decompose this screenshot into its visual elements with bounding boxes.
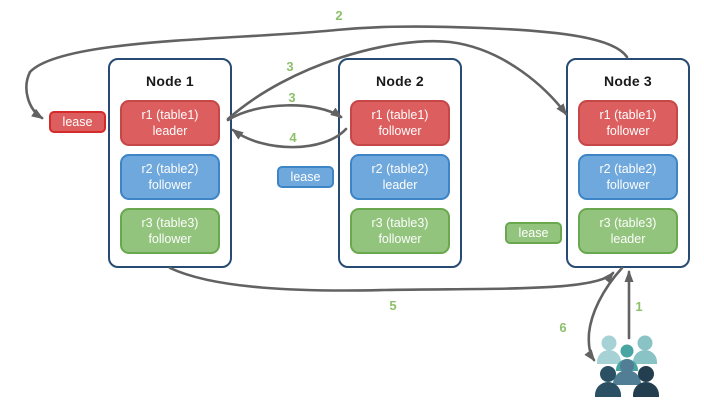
node3-r3-name: r3 (table3) bbox=[599, 216, 657, 230]
step-label-1: 1 bbox=[635, 299, 643, 314]
step-label-5: 5 bbox=[389, 298, 397, 313]
node1-r2-name: r2 (table2) bbox=[141, 162, 199, 176]
node1-r3-name: r3 (table3) bbox=[141, 216, 199, 230]
lease-badge-blue: lease bbox=[277, 166, 334, 188]
node2-r3-name: r3 (table3) bbox=[371, 216, 429, 230]
node1-r2-role: follower bbox=[148, 178, 192, 192]
node1-r1-role: leader bbox=[152, 124, 188, 138]
node3-r2-role: follower bbox=[606, 178, 650, 192]
users-back-right bbox=[633, 335, 657, 364]
users-front-right bbox=[633, 366, 659, 397]
node3-r2-name: r2 (table2) bbox=[599, 162, 657, 176]
step-label-6: 6 bbox=[559, 320, 567, 335]
node3-r3-role: leader bbox=[610, 232, 646, 246]
node2-r2-name: r2 (table2) bbox=[371, 162, 429, 176]
node2-r3-role: follower bbox=[378, 232, 422, 246]
step-label-2: 2 bbox=[335, 8, 343, 23]
node1-r2-replica: r2 (table2) follower bbox=[120, 154, 220, 200]
node1-r3-replica: r3 (table3) follower bbox=[120, 208, 220, 254]
node3-r1-role: follower bbox=[606, 124, 650, 138]
node2-r3-replica: r3 (table3) follower bbox=[350, 208, 450, 254]
node3-r3-replica: r3 (table3) leader bbox=[578, 208, 678, 254]
node1-r3-role: follower bbox=[148, 232, 192, 246]
node2-r1-role: follower bbox=[378, 124, 422, 138]
node2-r2-replica: r2 (table2) leader bbox=[350, 154, 450, 200]
users-front-left bbox=[595, 366, 621, 397]
users-front-middle bbox=[613, 359, 641, 385]
lease-badge-green: lease bbox=[505, 222, 562, 244]
users-back-left bbox=[597, 335, 621, 364]
node2-r2-role: leader bbox=[382, 178, 418, 192]
node3-r2-replica: r2 (table2) follower bbox=[578, 154, 678, 200]
